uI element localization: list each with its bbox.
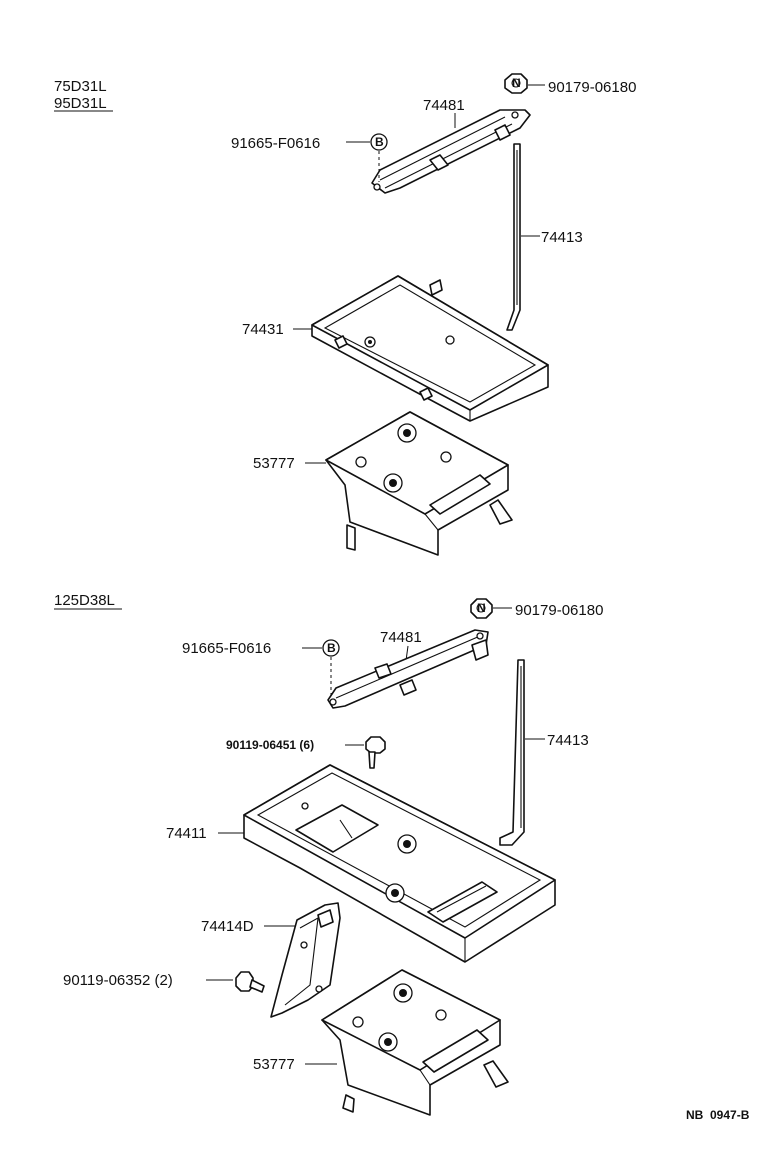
section-2: 125D38L N 90179-06180 74481 91665-F0616 … [54, 592, 603, 1116]
battery-tray [243, 764, 556, 963]
part-number-clamp[interactable]: 74481 [380, 629, 422, 646]
svg-text:B: B [327, 641, 336, 655]
part-number-nut[interactable]: 90179-06180 [515, 602, 603, 619]
part-number-bolt[interactable]: 90119-06451 (6) [226, 738, 314, 752]
part-number-plug[interactable]: 91665-F0616 [231, 135, 320, 152]
part-number-tray[interactable]: 74431 [242, 321, 284, 338]
section-1: 75D31L 95D31L N 90179-06180 74481 91665-… [54, 73, 636, 556]
part-number-nut[interactable]: 90179-06180 [548, 79, 636, 96]
plug-icon[interactable]: B [370, 133, 388, 151]
part-number-tray[interactable]: 74411 [166, 825, 207, 842]
drawing-code: NB 0947-B [686, 1108, 750, 1122]
battery-stay [270, 902, 341, 1018]
battery-clamp [327, 629, 489, 709]
model-label: 95D31L [54, 95, 107, 112]
svg-text:B: B [375, 135, 384, 149]
model-label: 125D38L [54, 592, 115, 609]
svg-text:N: N [477, 601, 486, 615]
part-number-bolt[interactable]: 90119-06352 (2) [63, 972, 173, 989]
part-number-clamp[interactable]: 74481 [423, 97, 465, 114]
battery-carrier [321, 969, 509, 1116]
battery-carrier [325, 411, 513, 556]
model-label: 75D31L [54, 78, 107, 95]
svg-text:N: N [512, 76, 521, 90]
nut-icon[interactable]: N [504, 73, 528, 94]
part-number-stay[interactable]: 74414D [201, 918, 254, 935]
bolt-icon[interactable] [365, 736, 386, 769]
part-number-rod[interactable]: 74413 [541, 229, 583, 246]
hold-down-rod [499, 659, 525, 846]
part-number-carrier[interactable]: 53777 [253, 1056, 295, 1073]
battery-clamp [371, 109, 531, 194]
plug-icon[interactable]: B [322, 639, 340, 657]
nut-icon[interactable]: N [470, 598, 493, 619]
part-number-rod[interactable]: 74413 [547, 732, 589, 749]
battery-tray [311, 275, 549, 422]
part-number-plug[interactable]: 91665-F0616 [182, 640, 271, 657]
bolt-icon[interactable] [235, 971, 265, 993]
part-number-carrier[interactable]: 53777 [253, 455, 295, 472]
hold-down-rod [506, 143, 521, 331]
